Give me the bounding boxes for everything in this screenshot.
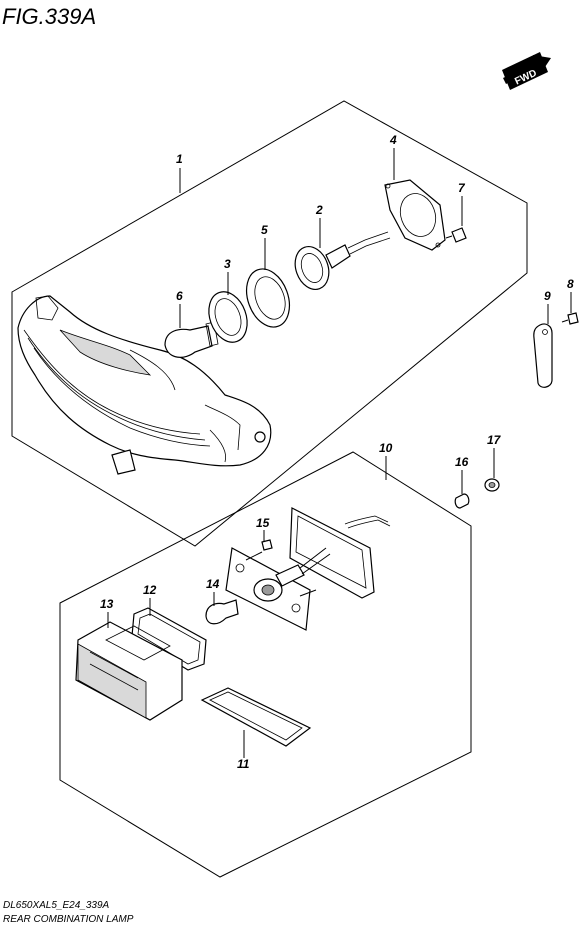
bulb-6 [164,321,219,358]
socket-2 [294,231,391,290]
lens-13 [75,621,183,721]
callout-15: 15 [256,516,270,530]
leader-lines [107,148,572,758]
callout-4: 4 [389,133,397,147]
upper-assembly-frame [11,100,528,547]
callout-7: 7 [458,181,466,195]
callout-9: 9 [544,289,551,303]
callout-12: 12 [143,583,157,597]
footer-model-code: DL650XAL5_E24_339A [3,900,110,911]
callout-3: 3 [224,257,231,271]
license-lamp-plate [289,507,391,599]
grommet-17 [484,478,500,492]
callout-2: 2 [315,203,323,217]
figure-title: FIG.339A [2,4,96,29]
callout-16: 16 [455,455,469,469]
reflector-11 [200,687,312,747]
callout-5: 5 [261,223,268,237]
lower-assembly-frame [59,451,472,878]
callout-1: 1 [176,152,183,166]
bulb-14 [205,599,239,625]
callout-13: 13 [100,597,114,611]
callout-10: 10 [379,441,393,455]
clamp-9 [533,323,553,388]
callout-6: 6 [176,289,183,303]
callout-14: 14 [206,577,220,591]
callout-17: 17 [487,433,502,447]
callout-11: 11 [237,757,250,771]
seal-ring-3 [208,291,248,343]
ring-5 [245,268,291,328]
screw-15 [261,539,273,551]
collar-16 [454,493,470,509]
callout-8: 8 [567,277,574,291]
gasket-4 [384,179,446,251]
fwd-arrow-icon: FWD [502,52,551,90]
license-lamp-bracket [225,547,331,631]
footer-caption: REAR COMBINATION LAMP [3,914,134,925]
rear-combination-lamp-housing [17,295,272,475]
screw-8 [561,312,579,325]
screw-7 [445,227,467,243]
